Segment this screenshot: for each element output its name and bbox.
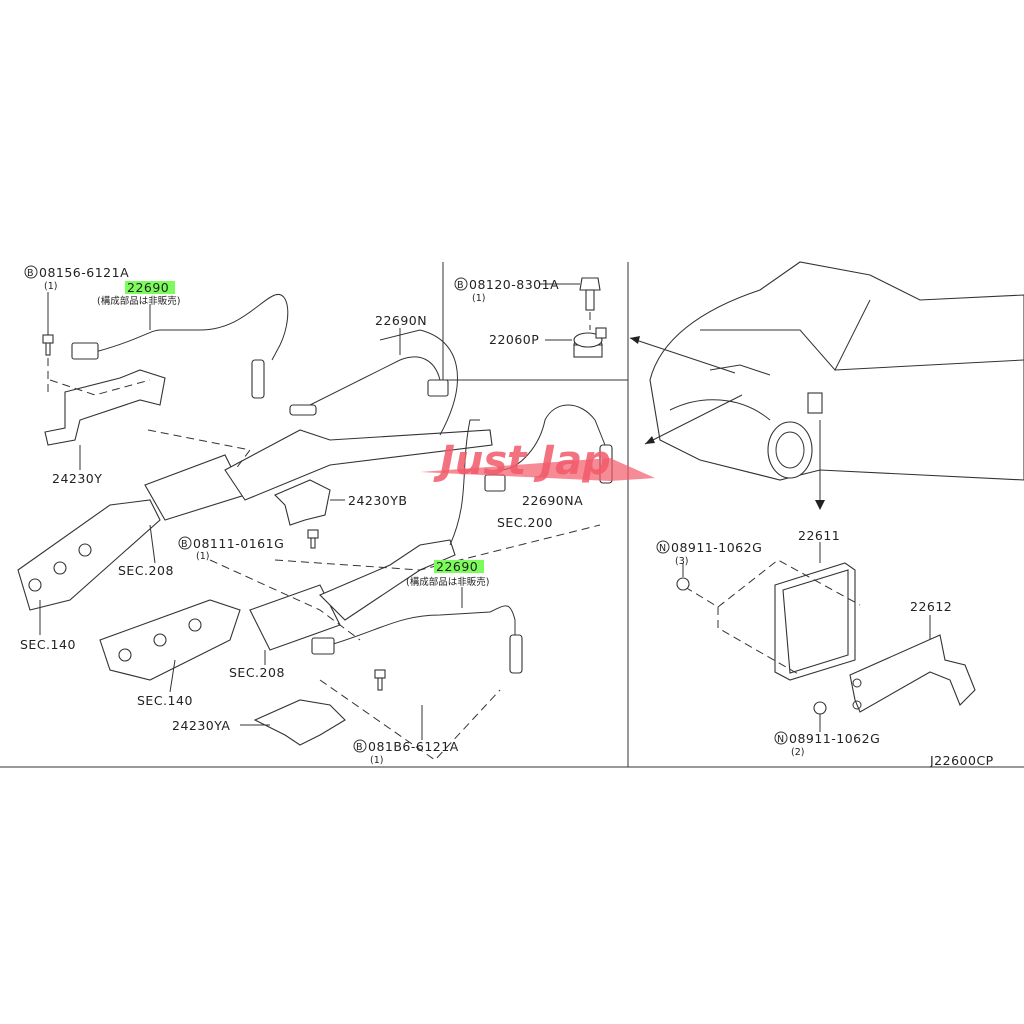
label-bracket-y: 24230Y — [52, 471, 102, 486]
nut-marker-icon — [774, 731, 788, 745]
nut-marker-icon — [656, 540, 670, 554]
leader-lines — [39, 304, 601, 761]
label-bolt-knock: 08120-8301A — [469, 277, 559, 292]
nut-bottom — [813, 701, 827, 732]
nut-top — [676, 563, 690, 591]
bolt-marker-icon — [454, 277, 468, 291]
label-bolt-bottom: 081B6-6121A — [368, 739, 459, 754]
part-markers: B B B B N N — [24, 265, 788, 753]
exhaust-manifold-lower — [99, 419, 480, 681]
label-knock-sensor: 22060P — [489, 332, 539, 347]
label-qty: (1) — [196, 551, 209, 562]
knock-sensor-bolt — [540, 277, 601, 330]
exhaust-manifold-upper — [17, 329, 493, 611]
label-sensor-na: 22690NA — [522, 493, 583, 508]
marker-letter: N — [659, 543, 666, 554]
ecu-22611 — [684, 542, 861, 681]
label-qty: (1) — [472, 293, 485, 304]
marker-letter: B — [181, 539, 188, 550]
label-ecu: 22611 — [798, 528, 840, 543]
bolt-top-left — [42, 292, 54, 395]
label-sensor-top: 22690 — [127, 280, 169, 295]
marker-letter: B — [356, 742, 363, 753]
car-illustration — [649, 261, 1024, 481]
label-note: (構成部品は非販売) — [406, 576, 489, 588]
label-nut-top: 08911-1062G — [671, 540, 762, 555]
label-sec140: SEC.140 — [137, 693, 193, 708]
marker-letter: B — [27, 268, 34, 279]
label-bolt-top-left: 08156-6121A — [39, 265, 129, 280]
oxygen-sensor-top — [71, 294, 289, 399]
label-note: (構成部品は非販売) — [97, 295, 180, 307]
highlight-22690-bottom — [434, 560, 484, 573]
highlight-22690-top — [125, 281, 175, 294]
bracket-24230ya — [253, 669, 386, 746]
label-qty: (3) — [675, 556, 688, 567]
label-sec208: SEC.208 — [229, 665, 285, 680]
label-ecu-bracket: 22612 — [910, 599, 952, 614]
bolt-marker-icon — [353, 739, 367, 753]
label-bracket-yb: 24230YB — [348, 493, 407, 508]
label-qty: (2) — [791, 747, 804, 758]
label-bracket-ya: 24230YA — [172, 718, 230, 733]
bracket-24230y — [44, 369, 166, 470]
label-sec208: SEC.208 — [118, 563, 174, 578]
pointer-arrows — [629, 336, 825, 510]
bolt-marker-icon — [24, 265, 38, 279]
bracket-24230yb — [274, 479, 345, 526]
label-nut-bottom: 08911-1062G — [789, 731, 880, 746]
part-labels: 08156-6121A (1) 22690 (構成部品は非販売) 22690N … — [20, 265, 994, 768]
label-qty: (1) — [44, 281, 57, 292]
label-sensor-bottom: 22690 — [436, 559, 478, 574]
knock-sensor-22060p — [545, 327, 607, 358]
oxygen-sensor-bottom — [311, 605, 523, 674]
bolt-mid — [307, 529, 319, 549]
label-sec140: SEC.140 — [20, 637, 76, 652]
label-sensor-n: 22690N — [375, 313, 427, 328]
label-sec200: SEC.200 — [497, 515, 553, 530]
label-qty: (1) — [370, 755, 383, 766]
bolt-marker-icon — [178, 536, 192, 550]
label-bolt-mid: 08111-0161G — [193, 536, 284, 551]
marker-letter: N — [777, 734, 784, 745]
watermark-logo: Just Jap — [420, 438, 655, 484]
diagram-code: J22600CP — [929, 753, 994, 768]
marker-letter: B — [457, 280, 464, 291]
watermark-text: Just Jap — [433, 438, 611, 484]
ecu-bracket-22612 — [849, 615, 976, 713]
oxygen-sensor-n — [289, 356, 449, 416]
